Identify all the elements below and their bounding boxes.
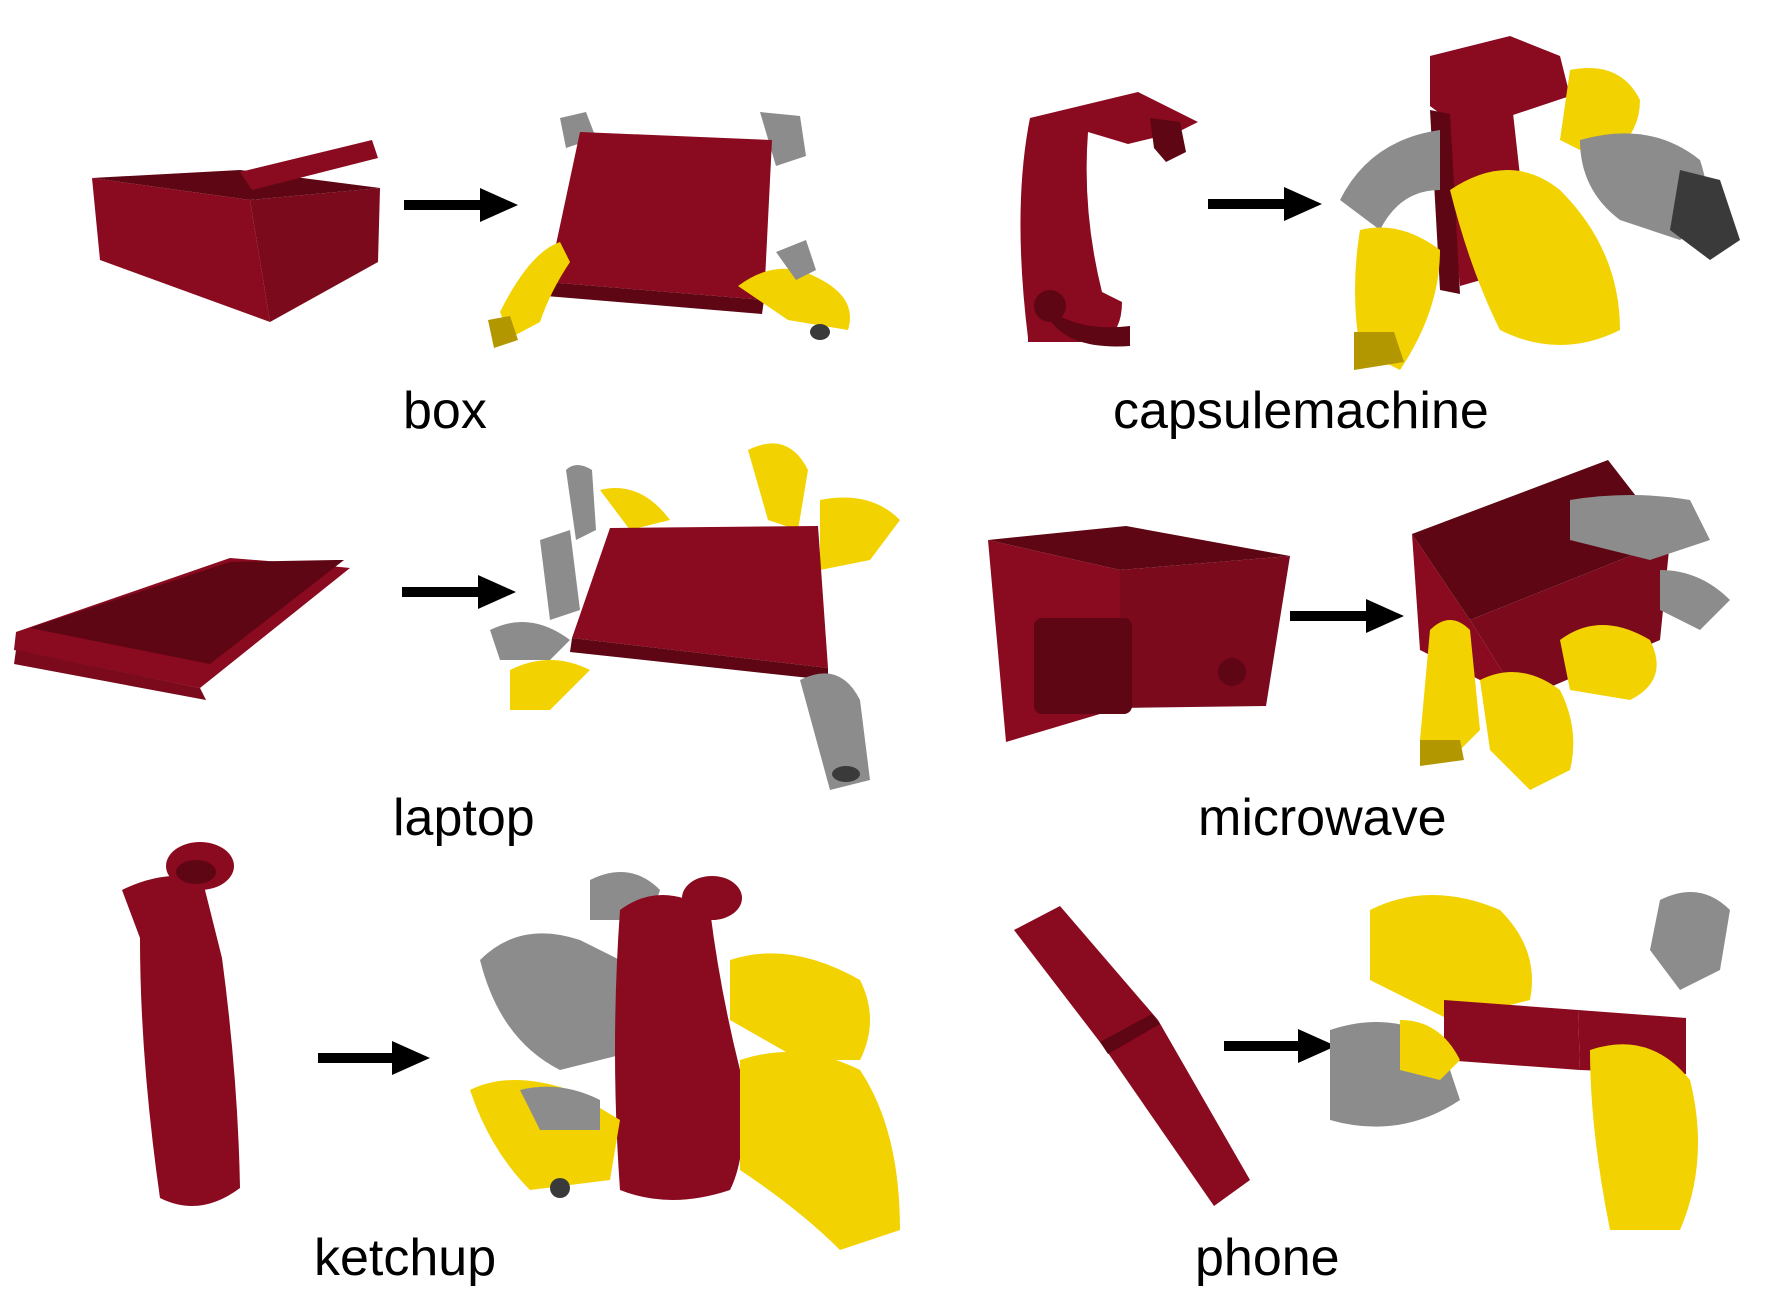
ketchup-label: ketchup xyxy=(314,1229,497,1287)
phone-object xyxy=(1014,906,1250,1206)
ketchup-grasp xyxy=(470,872,900,1250)
microwave-arrow xyxy=(1290,599,1404,633)
microwave-grasp xyxy=(1412,460,1730,790)
microwave-label: microwave xyxy=(1198,789,1447,847)
laptop-arrow xyxy=(402,575,516,609)
laptop-label: laptop xyxy=(393,789,535,847)
phone-grasp xyxy=(1330,892,1730,1230)
ketchup-arrow xyxy=(318,1041,430,1075)
laptop-object xyxy=(14,558,350,700)
capsulemachine-object xyxy=(1020,92,1198,347)
box-arrow xyxy=(404,188,518,222)
laptop-grasp xyxy=(490,443,900,790)
capsulemachine-arrow xyxy=(1208,187,1322,221)
phone-label: phone xyxy=(1195,1229,1340,1287)
phone-arrow xyxy=(1224,1029,1336,1063)
ketchup-object xyxy=(122,842,240,1206)
capsulemachine-grasp xyxy=(1340,36,1740,370)
box-grasp xyxy=(488,112,850,348)
box-label: box xyxy=(403,382,487,440)
box-object xyxy=(92,140,380,322)
capsulemachine-label: capsulemachine xyxy=(1113,382,1489,440)
microwave-object xyxy=(988,526,1290,742)
